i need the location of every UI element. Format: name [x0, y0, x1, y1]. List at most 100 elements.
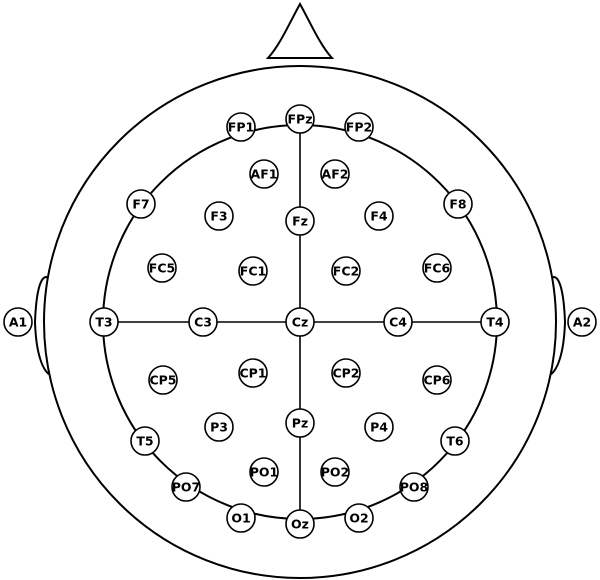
electrode-cp6-marker	[422, 365, 452, 395]
electrode-fc1-marker	[238, 256, 268, 286]
electrode-fp1-label: FP1	[228, 120, 254, 135]
electrode-fc2-label: FC2	[333, 264, 359, 279]
electrode-cz-marker	[285, 307, 315, 337]
electrode-f8-label: F8	[449, 197, 466, 212]
electrode-t3-label: T3	[95, 315, 112, 330]
electrode-fc1: FC1	[238, 256, 268, 286]
electrode-f3: F3	[204, 201, 234, 231]
electrode-fz-marker	[285, 206, 315, 236]
electrode-fc6-marker	[422, 253, 452, 283]
electrode-cp1-marker	[238, 358, 268, 388]
electrode-f7-marker	[126, 189, 156, 219]
electrode-af1-marker	[249, 159, 279, 189]
electrode-t4-label: T4	[486, 315, 504, 330]
electrode-f3-label: F3	[210, 209, 227, 224]
electrode-cp2: CP2	[331, 358, 361, 388]
electrode-o2: O2	[344, 503, 374, 533]
electrode-t6-marker	[440, 426, 470, 456]
electrode-p3-marker	[204, 412, 234, 442]
electrode-oz: Oz	[285, 509, 315, 539]
electrode-fc5-marker	[147, 253, 177, 283]
electrode-cp5: CP5	[148, 365, 178, 395]
electrode-group: FP1 FPz FP2 AF1 AF2 F7 F3 Fz F4 F8 FC5 F…	[3, 104, 597, 539]
electrode-a2-marker	[567, 307, 597, 337]
electrode-c4: C4	[383, 307, 413, 337]
electrode-po7: PO7	[171, 472, 201, 502]
electrode-cp1: CP1	[238, 358, 268, 388]
electrode-c3: C3	[188, 307, 218, 337]
electrode-cp2-label: CP2	[332, 366, 359, 381]
electrode-fp2-label: FP2	[346, 120, 372, 135]
electrode-c3-marker	[188, 307, 218, 337]
electrode-fp1: FP1	[226, 112, 256, 142]
electrode-cp5-marker	[148, 365, 178, 395]
electrode-t4: T4	[480, 307, 510, 337]
electrode-f4-label: F4	[370, 209, 388, 224]
electrode-po1-label: PO1	[250, 465, 279, 480]
electrode-t5-label: T5	[136, 434, 153, 449]
electrode-o2-label: O2	[349, 511, 368, 526]
electrode-po7-label: PO7	[172, 480, 201, 495]
electrode-p4-marker	[364, 412, 394, 442]
electrode-po2-label: PO2	[321, 465, 350, 480]
electrode-af2-marker	[320, 159, 350, 189]
electrode-c4-marker	[383, 307, 413, 337]
electrode-fpz: FPz	[285, 104, 315, 134]
electrode-cp5-label: CP5	[149, 373, 176, 388]
electrode-fc2: FC2	[331, 256, 361, 286]
electrode-oz-label: Oz	[291, 517, 309, 532]
electrode-fc2-marker	[331, 256, 361, 286]
electrode-fp1-marker	[226, 112, 256, 142]
electrode-t5-marker	[130, 426, 160, 456]
electrode-f7-label: F7	[132, 197, 149, 212]
electrode-fpz-label: FPz	[288, 112, 313, 127]
electrode-o1-marker	[226, 503, 256, 533]
electrode-o2-marker	[344, 503, 374, 533]
electrode-a1: A1	[3, 307, 33, 337]
electrode-fc5-label: FC5	[149, 261, 175, 276]
electrode-f3-marker	[204, 201, 234, 231]
electrode-cp6-label: CP6	[423, 373, 450, 388]
electrode-fc5: FC5	[147, 253, 177, 283]
electrode-po8: PO8	[399, 472, 429, 502]
electrode-pz: Pz	[285, 408, 315, 438]
electrode-po7-marker	[171, 472, 201, 502]
electrode-a2-label: A2	[573, 315, 591, 330]
electrode-f4-marker	[364, 201, 394, 231]
electrode-o1: O1	[226, 503, 256, 533]
electrode-fp2-marker	[344, 112, 374, 142]
electrode-pz-marker	[285, 408, 315, 438]
electrode-a2: A2	[567, 307, 597, 337]
electrode-fc1-label: FC1	[240, 264, 266, 279]
electrode-f8: F8	[443, 189, 473, 219]
electrode-po1: PO1	[249, 457, 279, 487]
electrode-fp2: FP2	[344, 112, 374, 142]
electrode-cz: Cz	[285, 307, 315, 337]
electrode-t6-label: T6	[446, 434, 464, 449]
electrode-p4: P4	[364, 412, 394, 442]
electrode-a1-label: A1	[9, 315, 27, 330]
nose-outline	[265, 1, 335, 59]
electrode-pz-label: Pz	[292, 416, 308, 431]
electrode-af1: AF1	[249, 159, 279, 189]
electrode-po2-marker	[320, 457, 350, 487]
electrode-c4-label: C4	[389, 315, 407, 330]
electrode-t5: T5	[130, 426, 160, 456]
electrode-af1-label: AF1	[251, 167, 278, 182]
electrode-fz-label: Fz	[292, 214, 308, 229]
electrode-t6: T6	[440, 426, 470, 456]
electrode-af2: AF2	[320, 159, 350, 189]
electrode-po8-label: PO8	[400, 480, 429, 495]
electrode-cp6: CP6	[422, 365, 452, 395]
electrode-t4-marker	[480, 307, 510, 337]
electrode-oz-marker	[285, 509, 315, 539]
electrode-p3-label: P3	[210, 420, 228, 435]
electrode-p4-label: P4	[370, 420, 388, 435]
electrode-f7: F7	[126, 189, 156, 219]
electrode-f4: F4	[364, 201, 394, 231]
electrode-fpz-marker	[285, 104, 315, 134]
electrode-af2-label: AF2	[322, 167, 349, 182]
electrode-c3-label: C3	[194, 315, 212, 330]
electrode-fc6-label: FC6	[424, 261, 451, 276]
electrode-fc6: FC6	[422, 253, 452, 283]
